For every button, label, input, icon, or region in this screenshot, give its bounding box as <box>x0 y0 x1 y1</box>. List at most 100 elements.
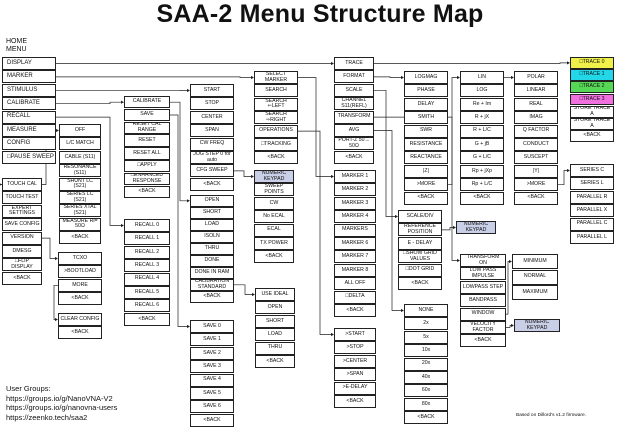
menu-item-cw-freq[interactable]: CW FREQ <box>190 137 234 151</box>
menu-item-cfg-sweep[interactable]: CFG SWEEP <box>190 164 234 178</box>
user-group-link-2[interactable]: https://groups.io/g/nanovna-users <box>6 403 118 412</box>
menu-item-done-in-ram[interactable]: DONE IN RAM <box>190 267 234 279</box>
menu-item-numeric-keypad[interactable]: NUMERIC KEYPAD <box>514 319 560 332</box>
menu-item-shunt-lc-s21[interactable]: SHUNT LC (S21) <box>59 177 101 191</box>
menu-item-parallel-l[interactable]: PARALLEL L <box>570 231 614 244</box>
menu-item-expert-settings[interactable]: EXPERT SETTINGS <box>2 204 42 218</box>
menu-item-back[interactable]: <BACK <box>334 395 376 408</box>
menu-item-reset[interactable]: RESET <box>124 134 170 147</box>
menu-item-log[interactable]: LOG <box>460 84 504 98</box>
menu-item-more[interactable]: MORE <box>58 278 102 292</box>
menu-item-marker-6[interactable]: MARKER 6 <box>334 237 376 250</box>
menu-item-thru[interactable]: THRU <box>190 243 234 255</box>
menu-item-more[interactable]: >MORE <box>404 178 448 192</box>
menu-item-suscept[interactable]: SUSCEPT <box>514 151 558 165</box>
menu-item-phase[interactable]: PHASE <box>404 84 448 98</box>
menu-item-search[interactable]: SEARCH <box>254 84 298 98</box>
menu-item-back[interactable]: <BACK <box>124 185 170 198</box>
menu-item-operations[interactable]: OPERATIONS <box>254 124 298 138</box>
menu-item-save[interactable]: SAVE <box>124 108 170 122</box>
menu-item-2x[interactable]: 2x <box>404 317 448 331</box>
menu-item-thru[interactable]: THRU <box>255 341 295 355</box>
menu-item-use-ideal[interactable]: USE IDEAL <box>255 288 295 301</box>
menu-item-y[interactable]: |Y| <box>514 164 558 178</box>
menu-item-save-1[interactable]: SAVE 1 <box>190 333 234 347</box>
menu-item-measure[interactable]: MEASURE <box>2 124 56 137</box>
menu-item-config[interactable]: CONFIG <box>2 137 56 151</box>
menu-item-store-trace-a[interactable]: STORE TRACE A <box>570 105 614 118</box>
menu-item-tx-power[interactable]: TX POWER <box>254 237 294 250</box>
menu-item-normal[interactable]: NORMAL <box>512 269 558 285</box>
menu-item-save-4[interactable]: SAVE 4 <box>190 373 234 387</box>
user-group-link-1[interactable]: https://groups.io/g/NanoVNA-V2 <box>6 393 113 403</box>
menu-item-minimum[interactable]: MINIMUM <box>512 254 558 269</box>
menu-item-recall-1[interactable]: RECALL 1 <box>124 232 170 246</box>
menu-item-stimulus[interactable]: STIMULUS <box>2 83 56 97</box>
menu-item-center[interactable]: CENTER <box>190 110 234 124</box>
menu-item-span[interactable]: >SPAN <box>334 368 376 382</box>
menu-item-short[interactable]: SHORT <box>255 314 295 328</box>
menu-item-80x[interactable]: 80x <box>404 397 448 411</box>
menu-item-save-5[interactable]: SAVE 5 <box>190 387 234 400</box>
menu-item-stop[interactable]: >STOP <box>334 341 376 355</box>
menu-item-cw[interactable]: CW <box>254 196 294 210</box>
menu-item-swr[interactable]: SWR <box>404 124 448 138</box>
menu-item-save-0[interactable]: SAVE 0 <box>190 320 234 333</box>
menu-item-numeric-keypad[interactable]: NUMERIC KEYPAD <box>254 170 294 183</box>
menu-item-60x[interactable]: 60x <box>404 384 448 398</box>
menu-item-channel-s11-refl[interactable]: CHANNEL S11(REFL) <box>334 97 374 111</box>
menu-item-recall-2[interactable]: RECALL 2 <box>124 245 170 259</box>
menu-item-marker-3[interactable]: MARKER 3 <box>334 196 376 210</box>
menu-item-back[interactable]: <BACK <box>58 326 102 340</box>
menu-item-back[interactable]: <BACK <box>58 292 102 306</box>
menu-item-e-delay[interactable]: E - DELAY <box>398 236 442 250</box>
menu-item-low-pass-impulse[interactable]: LOW PASS IMPULSE <box>460 267 506 281</box>
menu-item-back[interactable]: <BACK <box>334 304 376 317</box>
menu-item-save-6[interactable]: SAVE 6 <box>190 400 234 414</box>
menu-item-velocity-factor[interactable]: VELOCITY FACTOR <box>460 321 506 334</box>
menu-item-scale[interactable]: SCALE <box>334 83 374 97</box>
menu-item-enhanced-response[interactable]: □ENHANCED RESPONSE <box>124 172 170 186</box>
menu-item-all-off[interactable]: ALL OFF <box>334 277 376 291</box>
menu-item-transform-on[interactable]: TRANSFORM ON <box>460 254 506 267</box>
menu-item-back[interactable]: <BACK <box>398 277 442 290</box>
menu-item-flip-display[interactable]: □FLIP DISPLAY <box>2 258 42 272</box>
menu-item-load[interactable]: LOAD <box>255 328 295 342</box>
menu-item-maximum[interactable]: MAXIMUM <box>512 285 558 301</box>
menu-item-pause-sweep[interactable]: □PAUSE SWEEP <box>2 150 56 164</box>
menu-item-short[interactable]: SHORT <box>190 207 234 219</box>
menu-item-scale-div[interactable]: SCALE/DIV <box>398 210 442 223</box>
menu-item-back[interactable]: <BACK <box>254 250 294 264</box>
menu-item-back[interactable]: <BACK <box>404 411 448 425</box>
menu-item-logmag[interactable]: LOGMAG <box>404 71 448 84</box>
menu-item-l-c-match[interactable]: L/C MATCH <box>59 137 101 151</box>
user-group-link-3[interactable]: https://zeenko.tech/saa2 <box>6 412 88 422</box>
menu-item-imag[interactable]: IMAG <box>514 111 558 125</box>
menu-item-delta[interactable]: □DELTA <box>334 290 376 304</box>
menu-item-recall-3[interactable]: RECALL 3 <box>124 259 170 273</box>
menu-item-tracking[interactable]: □TRACKING <box>254 138 298 151</box>
menu-item-show-grid-values[interactable]: □SHOW GRID VALUES <box>398 250 442 264</box>
menu-item-resistance[interactable]: RESISTANCE <box>404 138 448 151</box>
menu-item-real[interactable]: REAL <box>514 97 558 111</box>
menu-item-more[interactable]: >MORE <box>514 178 558 192</box>
menu-item-series-xtal-s21[interactable]: SERIES XTAL (S21) <box>59 204 101 218</box>
menu-item-trace[interactable]: TRACE <box>334 57 374 70</box>
menu-item-version[interactable]: VERSION <box>2 231 42 245</box>
menu-item-trace-3[interactable]: □TRACE 3 <box>570 93 614 106</box>
menu-item-trace-2[interactable]: □TRACE 2 <box>570 81 614 94</box>
menu-item-marker-1[interactable]: MARKER 1 <box>334 170 376 183</box>
menu-item-smith[interactable]: SMITH <box>404 111 448 125</box>
menu-item-touch-cal[interactable]: TOUCH CAL <box>2 178 42 191</box>
menu-item-parallel-c[interactable]: PARALLEL C <box>570 217 614 231</box>
menu-item-r-jx[interactable]: R + jX <box>460 111 504 125</box>
menu-item-back[interactable]: <BACK <box>460 191 504 205</box>
menu-item-trace-1[interactable]: □TRACE 1 <box>570 69 614 81</box>
menu-item-calibrate[interactable]: CALIBRATE <box>124 96 170 109</box>
menu-item-sweep-points[interactable]: SWEEP POINTS <box>254 183 294 197</box>
menu-item-stop[interactable]: STOP <box>190 97 234 111</box>
menu-item-marker-4[interactable]: MARKER 4 <box>334 210 376 224</box>
menu-item-g-l-c[interactable]: G + L/C <box>460 151 504 165</box>
menu-item-e-delay[interactable]: >E-DELAY <box>334 381 376 395</box>
menu-item-back[interactable]: <BACK <box>460 334 506 348</box>
